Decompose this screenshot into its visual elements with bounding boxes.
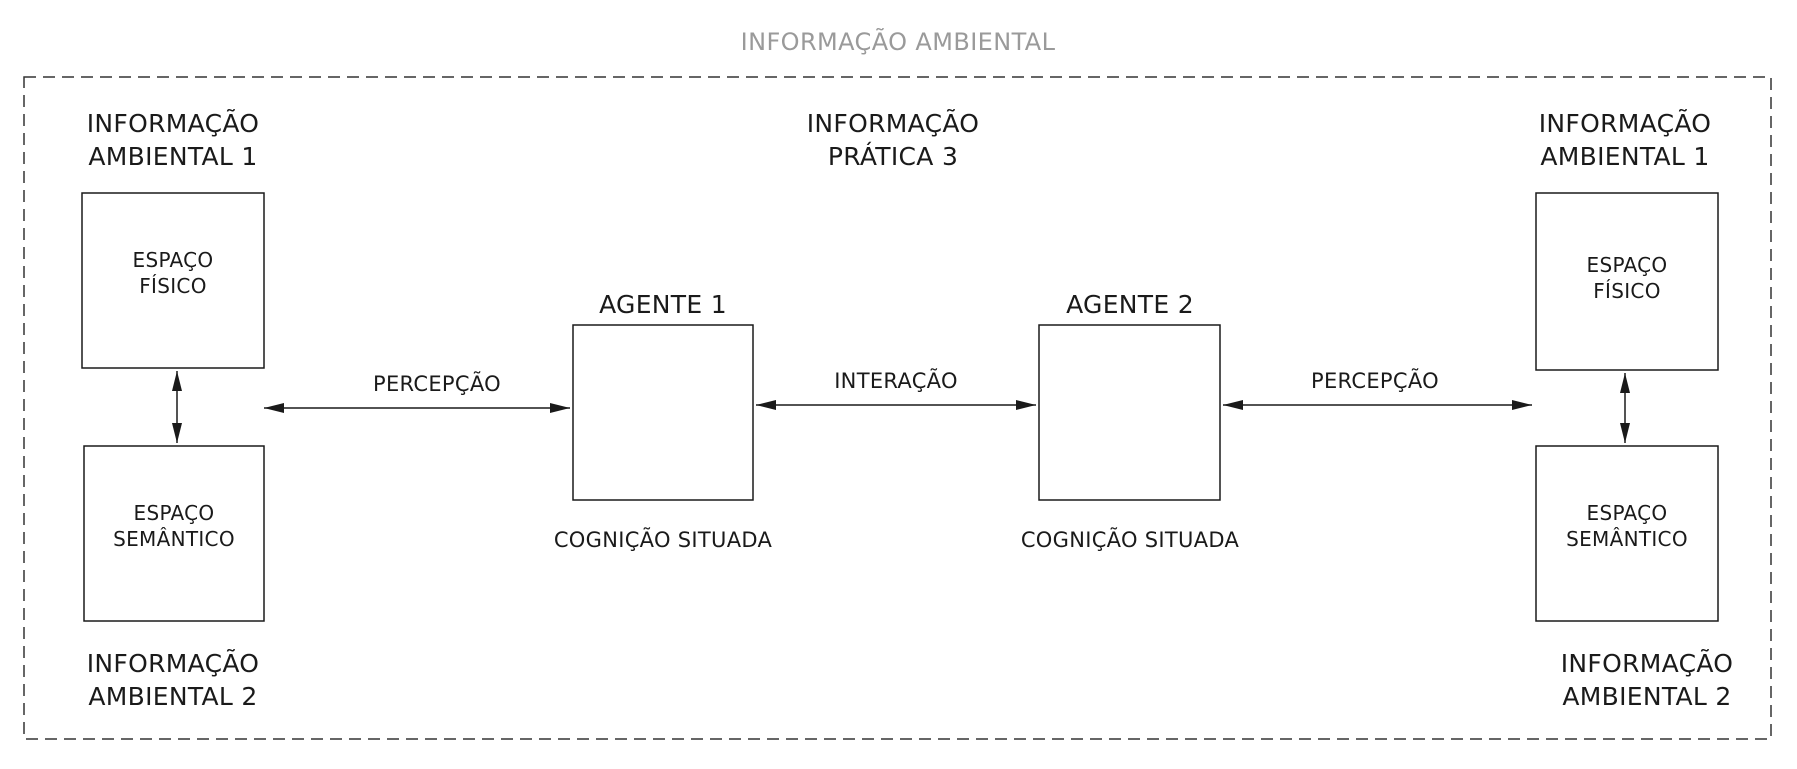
- right-top-heading: INFORMAÇÃO AMBIENTAL 1: [1538, 109, 1712, 171]
- agent1-box: [572, 324, 754, 501]
- interaction-label: INTERAÇÃO: [834, 369, 958, 393]
- right-semantic-space-box: [1535, 445, 1719, 622]
- outer-dashed-frame: [23, 76, 1772, 740]
- right-physical-space-label: ESPAÇO FÍSICO: [1586, 253, 1668, 303]
- right-semantic-space-label: ESPAÇO SEMÂNTICO: [1566, 501, 1688, 551]
- right-bottom-heading: INFORMAÇÃO AMBIENTAL 2: [1560, 649, 1734, 711]
- left-perception-label: PERCEPÇÃO: [373, 372, 501, 396]
- agent2-box: [1038, 324, 1221, 501]
- agent2-caption: COGNIÇÃO SITUADA: [1020, 528, 1240, 552]
- agent1-title: AGENTE 1: [599, 290, 727, 319]
- left-bottom-heading: INFORMAÇÃO AMBIENTAL 2: [86, 649, 260, 711]
- left-physical-space-box: [81, 192, 265, 369]
- left-semantic-space-label: ESPAÇO SEMÂNTICO: [113, 501, 235, 551]
- left-top-heading: INFORMAÇÃO AMBIENTAL 1: [86, 109, 260, 171]
- right-physical-space-box: [1535, 192, 1719, 371]
- left-semantic-space-box: [83, 445, 265, 622]
- right-perception-label: PERCEPÇÃO: [1311, 369, 1439, 393]
- agent2-title: AGENTE 2: [1066, 290, 1194, 319]
- center-heading: INFORMAÇÃO PRÁTICA 3: [806, 109, 980, 171]
- agent1-caption: COGNIÇÃO SITUADA: [553, 528, 773, 552]
- outer-title: INFORMAÇÃO AMBIENTAL: [740, 28, 1056, 56]
- left-physical-space-label: ESPAÇO FÍSICO: [132, 248, 214, 298]
